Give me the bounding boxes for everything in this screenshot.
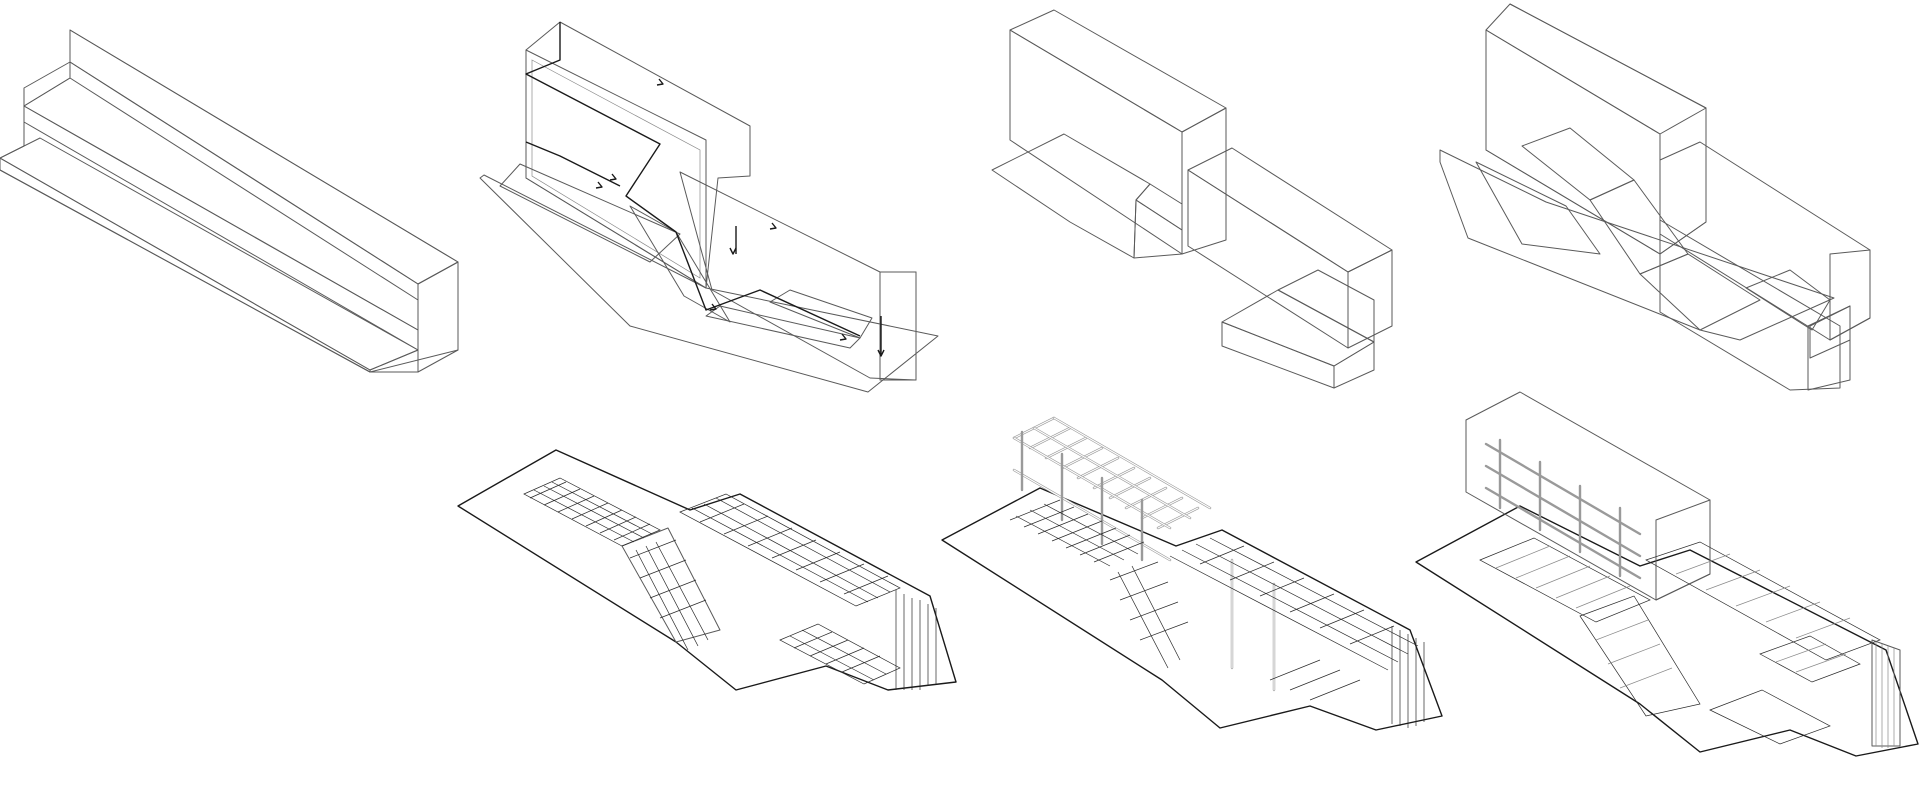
panel-combined: [1415, 391, 1919, 757]
panel-volumes: [991, 9, 1393, 389]
grid-upper-left: [523, 477, 661, 547]
vertical-fins: [1871, 639, 1901, 748]
pipe-grid-top: [1012, 416, 1212, 562]
vertical-fins: [1391, 626, 1425, 728]
panel-floor-structure: [457, 449, 957, 691]
grid-lower: [779, 623, 901, 685]
panel-circulation: [479, 21, 939, 393]
interior-frame: [1484, 438, 1642, 580]
grid-upper-right: [679, 493, 901, 607]
vertical-fins: [895, 590, 937, 690]
floor-grid: [1009, 499, 1419, 701]
panel-massing-ramps: [0, 29, 459, 373]
panel-overlay: [1439, 3, 1871, 391]
floor-grid: [1495, 545, 1851, 689]
grid-ramp: [629, 539, 709, 651]
panel-space-frame: [941, 416, 1443, 731]
pipe-posts: [1020, 430, 1276, 692]
